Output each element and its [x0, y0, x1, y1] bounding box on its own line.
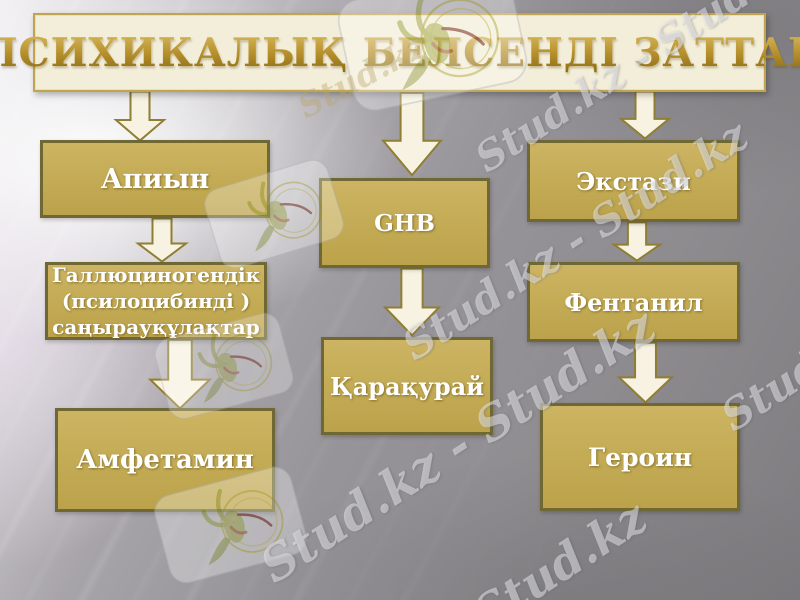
- down-arrow: [149, 339, 211, 409]
- node-label-line: Галлюциногендік: [51, 263, 261, 287]
- node-label: Героин: [587, 442, 693, 472]
- node-label: Апиын: [100, 163, 210, 195]
- down-arrow: [384, 268, 440, 336]
- title-box: ПСИХИКАЛЫҚ БЕЛСЕНДІ ЗАТТАР: [0, 13, 800, 92]
- slide-title: ПСИХИКАЛЫҚ БЕЛСЕНДІ ЗАТТАР: [0, 30, 800, 76]
- node-apiyn: Апиын: [40, 140, 270, 218]
- node-label: Қарақурай: [330, 371, 484, 401]
- down-arrow: [382, 92, 442, 176]
- down-arrow: [620, 91, 670, 139]
- down-arrow: [137, 218, 187, 262]
- node-label: Экстази: [576, 166, 691, 196]
- node-label-line: саңырауқұлақтар: [52, 315, 260, 339]
- node-amphetamine: Амфетамин: [55, 408, 275, 512]
- node-label: GHB: [374, 209, 435, 237]
- node-fentanyl: Фентанил: [527, 262, 740, 342]
- node-label: Амфетамин: [76, 445, 254, 475]
- node-label-line: (псилоцибинді ): [61, 289, 251, 313]
- node-ghb: GHB: [319, 178, 490, 268]
- node-ecstasy: Экстази: [527, 140, 740, 222]
- node-label: Фентанил: [564, 287, 703, 317]
- down-arrow: [613, 222, 661, 261]
- node-hallucinogenic-mushrooms: Галлюциногендік (псилоцибинді ) саңырауқ…: [45, 262, 267, 340]
- node-karakuray: Қарақурай: [321, 337, 493, 435]
- down-arrow: [115, 91, 165, 141]
- node-heroin: Героин: [540, 403, 740, 511]
- down-arrow: [618, 342, 673, 403]
